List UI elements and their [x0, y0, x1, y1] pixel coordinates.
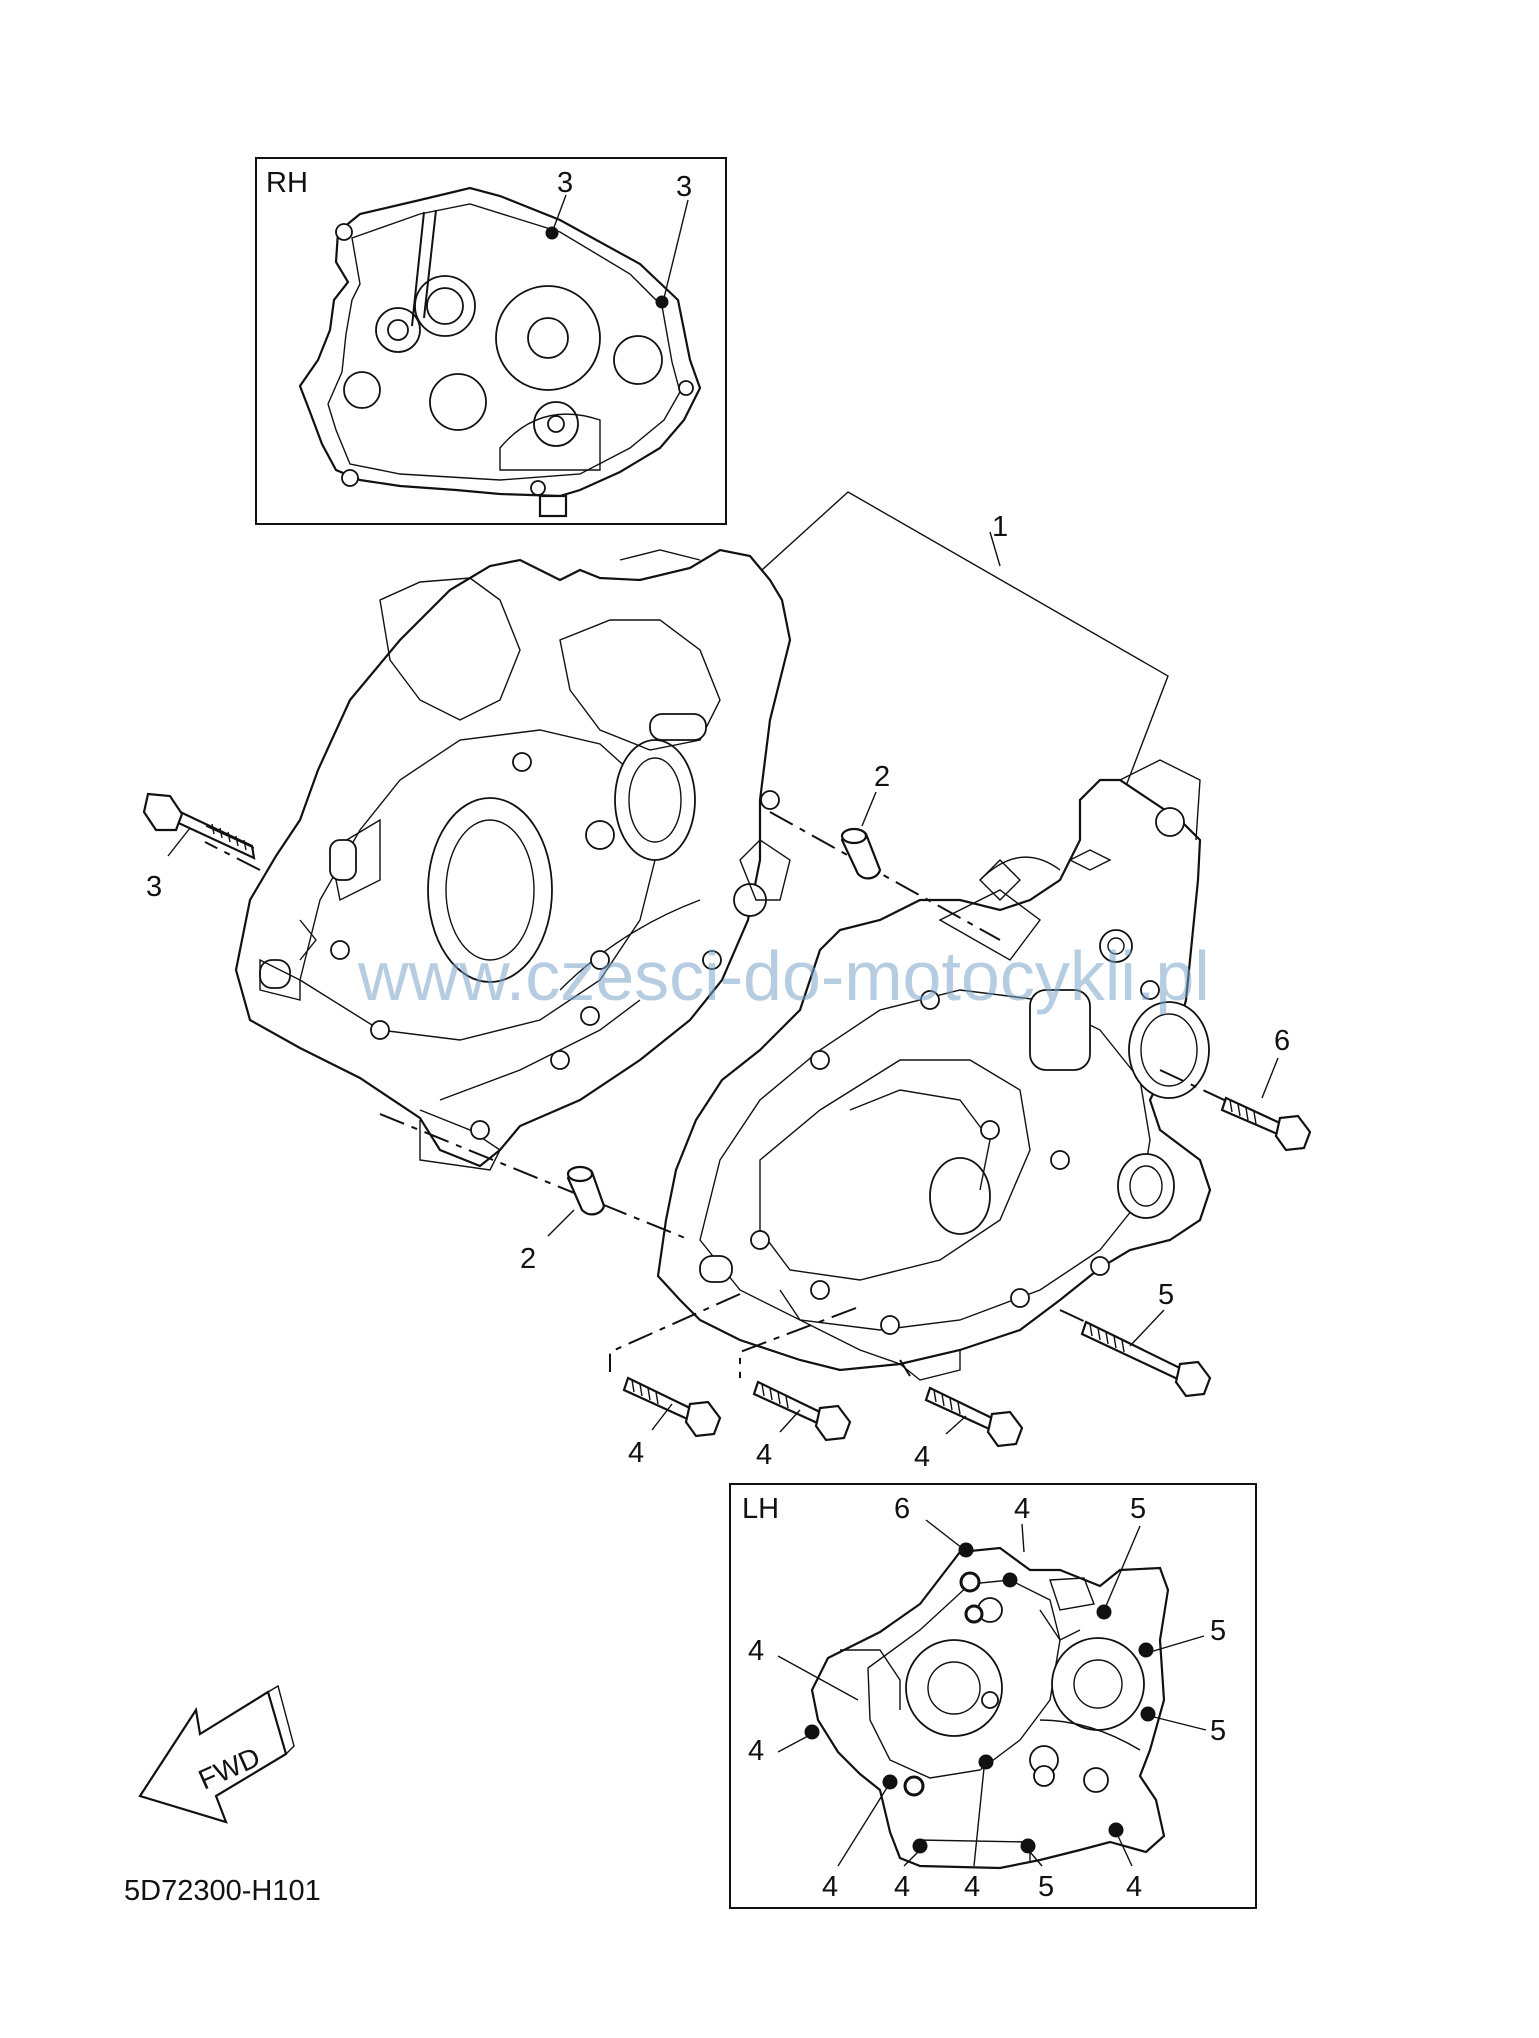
- lh-callout-4-left-b: 4: [748, 1735, 764, 1767]
- bolt-3: [142, 792, 256, 860]
- right-crankcase-half: [234, 548, 792, 1171]
- left-crankcase-half: [656, 759, 1212, 1381]
- watermark-text: www.czesci-do-motocykli.pl: [357, 937, 1210, 1015]
- rh-callout-3a: 3: [557, 167, 573, 199]
- lh-callout-5-bottom: 5: [1038, 1871, 1054, 1903]
- bolt-6: [1220, 1096, 1312, 1152]
- lh-callout-4-left-a: 4: [748, 1635, 764, 1667]
- callout-2-lower: 2: [520, 1243, 536, 1275]
- rh-callout-3b: 3: [676, 171, 692, 203]
- callout-4b: 4: [756, 1439, 772, 1471]
- main-callouts: 2 2 3 6 5 4 4 4: [146, 761, 1290, 1473]
- lh-callout-4-bottom-b: 4: [894, 1871, 910, 1903]
- lh-callout-5-right-a: 5: [1210, 1615, 1226, 1647]
- callout-5: 5: [1158, 1279, 1174, 1311]
- callout-1-bracket: 1: [761, 491, 1169, 787]
- lh-inset-label: LH: [742, 1493, 779, 1525]
- bolt-4c: [924, 1386, 1024, 1448]
- lh-callout-4-bottom-d: 4: [1126, 1871, 1142, 1903]
- rh-inset-label: RH: [266, 167, 308, 199]
- bolt-5: [1080, 1320, 1212, 1398]
- fwd-arrow: FWD: [138, 1684, 295, 1824]
- dowel-pin-lower: [566, 1165, 606, 1216]
- bolt-4a: [622, 1376, 722, 1438]
- lh-callout-4-top: 4: [1014, 1493, 1030, 1525]
- callout-4c: 4: [914, 1441, 930, 1473]
- rh-inset-frame: [255, 157, 727, 525]
- lh-inset-frame: [729, 1483, 1257, 1909]
- callout-3: 3: [146, 871, 162, 903]
- lh-inset: LH: [729, 1483, 1257, 1909]
- lh-callout-4-bottom-a: 4: [822, 1871, 838, 1903]
- lh-crankcase-drawing: [804, 1542, 1170, 1870]
- callout-1: 1: [992, 511, 1008, 543]
- bolt-4b: [752, 1380, 852, 1442]
- callout-6: 6: [1274, 1025, 1290, 1057]
- lh-callout-5-top: 5: [1130, 1493, 1146, 1525]
- rh-crankcase-drawing: [298, 186, 702, 518]
- lh-callout-4-bottom-c: 4: [964, 1871, 980, 1903]
- callout-2-upper: 2: [874, 761, 890, 793]
- lh-callout-6: 6: [894, 1493, 910, 1525]
- diagram-code: 5D72300-H101: [124, 1875, 321, 1907]
- rh-inset: RH 3 3: [255, 157, 727, 525]
- callout-4a: 4: [628, 1437, 644, 1469]
- dowel-pin-upper: [840, 827, 882, 880]
- lh-callout-5-right-b: 5: [1210, 1715, 1226, 1747]
